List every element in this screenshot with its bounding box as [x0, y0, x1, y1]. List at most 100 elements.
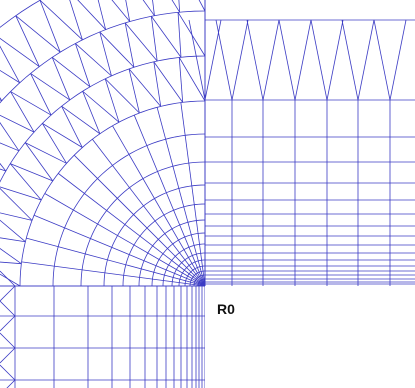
spoke-11 — [180, 102, 206, 287]
tri-a-4 — [310, 19, 328, 101]
outer-diag-1-5 — [24, 142, 54, 182]
outer-edge-3-13 — [77, 0, 106, 30]
tri-left-b-0 — [0, 285, 16, 302]
outer-diag-1-10 — [128, 68, 140, 114]
outer-diag-1-2 — [0, 219, 26, 243]
spoke-10 — [156, 107, 206, 287]
outer-diag-1-0 — [0, 273, 21, 287]
outer-edge-3-12 — [39, 0, 83, 41]
tri-b-4 — [326, 19, 344, 101]
outer-edge-3-16 — [171, 0, 180, 13]
corner-label-r0: R0 — [217, 301, 235, 317]
outer-diag-3-12 — [69, 0, 83, 40]
outer-edge-2-12 — [99, 31, 135, 68]
outer-edge-1-4 — [0, 186, 42, 201]
tri-left-a-0 — [0, 270, 16, 287]
tri-a-6 — [373, 19, 391, 101]
outer-diag-2-14 — [177, 12, 182, 58]
outer-diag-2-7 — [10, 91, 35, 133]
outer-diag-1-7 — [61, 105, 83, 148]
outer-edge-1-11 — [128, 68, 162, 107]
outer-edge-2-14 — [151, 16, 182, 58]
outer-diag-2-8 — [30, 73, 52, 116]
outer-diag-2-11 — [99, 31, 112, 76]
outer-edge-3-17 — [198, 0, 206, 12]
outer-edge-1-5 — [10, 163, 53, 182]
outer-diag-1-9 — [104, 78, 120, 123]
outer-edge-1-10 — [104, 78, 140, 114]
corner-solid-region — [205, 286, 415, 388]
outer-edge-1-7 — [42, 123, 83, 148]
outer-edge-2-7 — [0, 114, 35, 133]
outer-edge-2-11 — [75, 43, 112, 77]
outer-diag-3-15 — [152, 0, 155, 16]
outer-edge-3-8 — [0, 99, 2, 102]
spoke-8 — [112, 125, 206, 287]
outer-diag-1-8 — [82, 91, 101, 134]
outer-diag-2-12 — [124, 22, 135, 68]
tri-b-2 — [262, 19, 280, 101]
outer-edge-3-10 — [0, 37, 40, 67]
tri-a-1 — [215, 19, 233, 101]
outer-diag-2-9 — [51, 57, 71, 101]
outer-diag-3-14 — [125, 0, 131, 22]
outer-edge-3-14 — [111, 0, 131, 22]
tri-a-2 — [246, 19, 264, 101]
outer-edge-2-10 — [51, 57, 91, 88]
tri-b-5 — [357, 19, 375, 101]
outer-diag-3-11 — [39, 0, 61, 53]
tri-left-b-1 — [0, 315, 16, 332]
outer-edge-3-9 — [0, 69, 20, 84]
spoke-9 — [133, 114, 206, 287]
outer-diag-1-6 — [42, 123, 67, 164]
outer-diag-2-5 — [0, 162, 7, 172]
spoke-1 — [21, 261, 206, 287]
tri-b-6 — [389, 19, 407, 101]
outer-edge-1-6 — [24, 142, 67, 164]
outer-edge-1-3 — [0, 212, 33, 221]
outer-edge-1-9 — [82, 90, 120, 123]
tri-a-0 — [188, 19, 206, 101]
outer-diag-3-8 — [0, 97, 3, 101]
outer-diag-1-3 — [0, 187, 33, 221]
tri-left-a-1 — [0, 300, 16, 317]
outer-edge-1-1 — [0, 261, 22, 265]
tri-left-a-3 — [0, 364, 16, 381]
spoke-3 — [33, 214, 206, 287]
outer-diag-3-16 — [178, 0, 181, 13]
outer-ring-2 — [0, 10, 206, 104]
spoke-5 — [57, 173, 206, 287]
spoke-2 — [26, 237, 206, 287]
outer-diag-1-11 — [153, 61, 162, 107]
spoke-7 — [92, 138, 206, 287]
outer-diag-2-6 — [0, 122, 20, 152]
outer-diag-3-13 — [97, 0, 107, 30]
spoke-4 — [44, 193, 206, 287]
outer-edge-1-12 — [153, 61, 184, 103]
outer-diag-2-10 — [74, 43, 91, 87]
outer-diag-1-1 — [0, 248, 22, 265]
tri-left-b-3 — [6, 379, 16, 388]
outer-diag-3-9 — [0, 45, 21, 83]
outer-diag-1-4 — [9, 163, 42, 201]
outer-edge-3-15 — [142, 0, 155, 16]
tri-a-5 — [341, 19, 359, 101]
outer-edge-1-8 — [61, 105, 101, 135]
tri-left-b-2 — [0, 347, 16, 364]
outer-edge-2-6 — [0, 142, 20, 152]
spoke-6 — [73, 154, 206, 287]
outer-edge-2-13 — [124, 22, 158, 62]
outer-edge-1-13 — [178, 57, 206, 102]
tri-b-3 — [294, 19, 312, 101]
outer-diag-3-10 — [15, 15, 40, 67]
tri-left-a-2 — [0, 332, 16, 349]
outer-edge-2-9 — [30, 73, 71, 101]
outer-edge-2-5 — [0, 168, 6, 172]
outer-edge-3-11 — [15, 15, 61, 53]
outer-diag-1-12 — [178, 57, 184, 103]
outer-diag-2-13 — [150, 16, 158, 62]
outer-edge-2-8 — [10, 91, 52, 116]
outer-edge-1-2 — [0, 237, 26, 243]
